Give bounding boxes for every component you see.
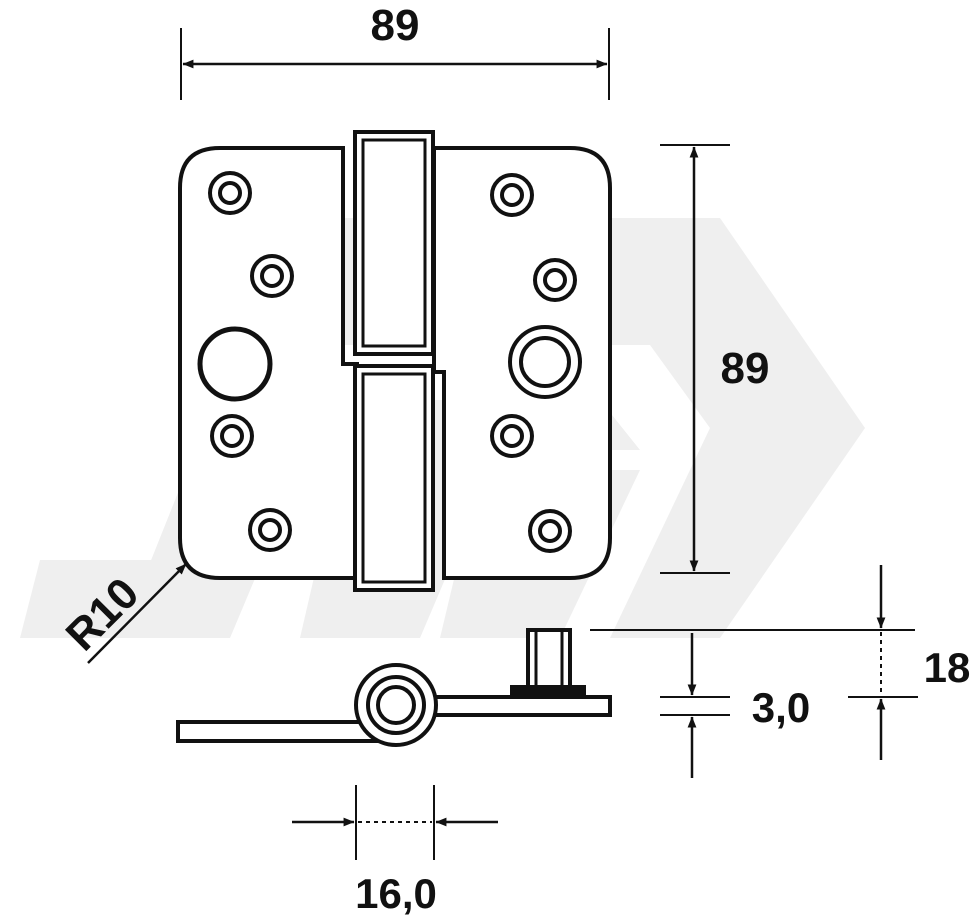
thickness-dimension xyxy=(660,633,730,778)
hinge-side-view xyxy=(176,628,612,747)
screw-hole xyxy=(490,414,534,458)
screw-hole-inner xyxy=(218,181,242,205)
side-upper-leaf xyxy=(418,695,612,717)
pin-offset-dimension xyxy=(292,785,498,860)
screw-hole-inner xyxy=(500,183,524,207)
side-knuckle-pin xyxy=(376,685,416,725)
pin-offset-label: 16,0 xyxy=(355,870,437,917)
screw-hole xyxy=(250,254,294,298)
hinge-knuckle-lower xyxy=(353,364,435,592)
width-label: 89 xyxy=(371,1,420,50)
hinge-knuckle-lower-inner xyxy=(361,372,427,584)
large-hole-right-inner xyxy=(519,336,571,388)
left-screw-holes xyxy=(197,171,294,552)
screw-hole-inner xyxy=(220,424,244,448)
height-label: 89 xyxy=(721,344,770,393)
screw-hole xyxy=(490,173,534,217)
screw-hole-inner xyxy=(500,424,524,448)
width-dimension xyxy=(180,28,610,100)
screw-hole-inner xyxy=(260,264,284,288)
hinge-front-view xyxy=(178,130,612,592)
right-screw-holes xyxy=(490,173,582,553)
screw-hole xyxy=(208,171,252,215)
height-dimension xyxy=(660,144,730,574)
screw-hole xyxy=(210,414,254,458)
screw-hole xyxy=(533,258,577,302)
side-pin-inner xyxy=(534,628,564,689)
screw-hole-inner xyxy=(543,268,567,292)
total-height-label: 18 xyxy=(924,644,971,691)
screw-hole-inner xyxy=(258,518,282,542)
hinge-knuckle-upper-inner xyxy=(361,138,427,348)
hinge-knuckle-upper xyxy=(353,130,435,356)
total-height-dimension xyxy=(590,565,918,760)
side-pin xyxy=(526,628,572,689)
large-hole-right xyxy=(508,325,582,399)
radius-leader-line xyxy=(87,563,187,664)
screw-hole xyxy=(248,508,292,552)
screw-hole xyxy=(528,509,572,553)
thickness-label: 3,0 xyxy=(752,684,810,731)
large-hole-left xyxy=(197,326,273,402)
screw-hole-inner xyxy=(538,519,562,543)
